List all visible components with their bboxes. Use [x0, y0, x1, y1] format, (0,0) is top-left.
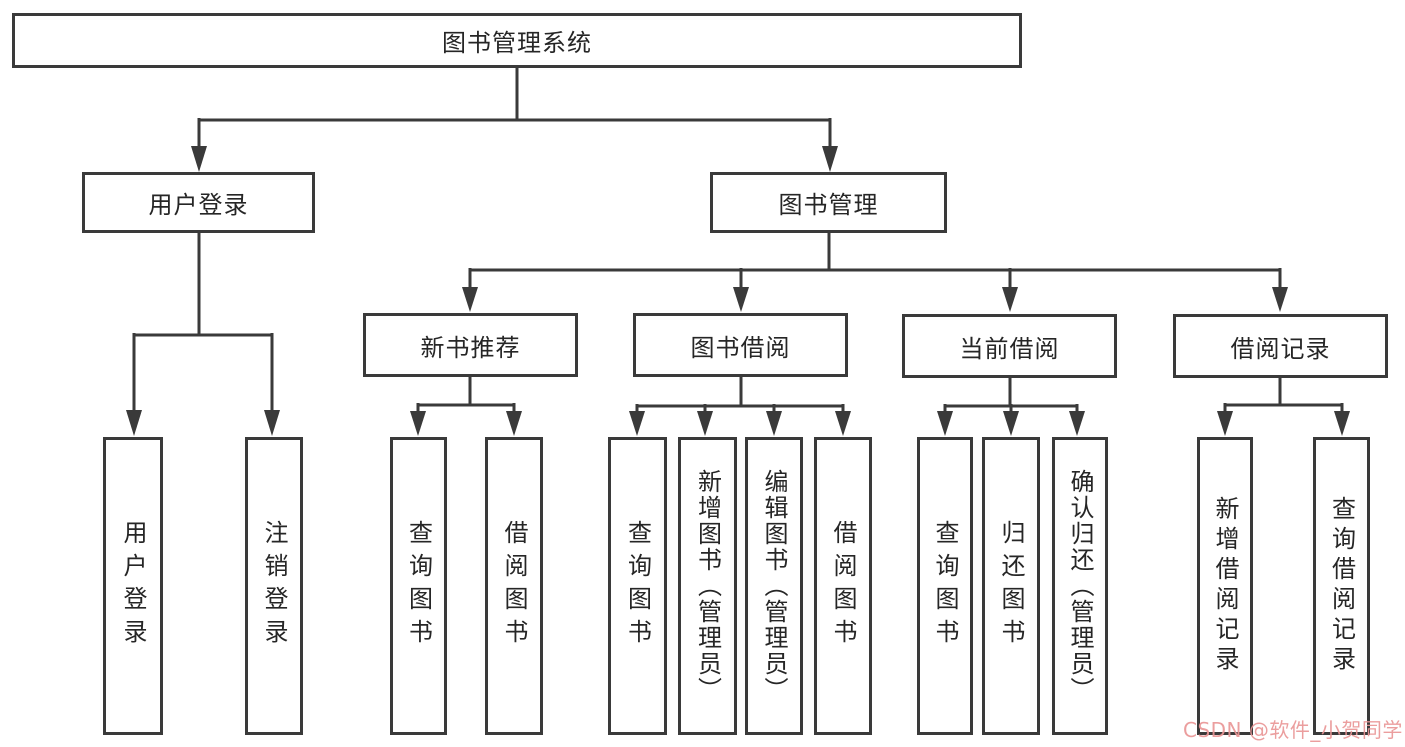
leaf-edit-books-admin: 编辑图书（管理员） — [745, 437, 803, 735]
node-root: 图书管理系统 — [12, 13, 1022, 68]
node-current-borrow-label: 当前借阅 — [959, 334, 1060, 363]
leaf-user-login-label: 用户登录 — [119, 520, 147, 652]
node-book-borrow: 图书借阅 — [633, 313, 848, 377]
node-book-management: 图书管理 — [710, 172, 947, 233]
arrowheads — [126, 146, 1350, 436]
leaf-add-borrow-record: 新增借阅记录 — [1197, 437, 1253, 735]
leaf-add-borrow-record-label: 新增借阅记录 — [1211, 496, 1239, 676]
leaf-user-login: 用户登录 — [103, 437, 163, 735]
node-book-management-label: 图书管理 — [778, 191, 879, 219]
node-user-login: 用户登录 — [82, 172, 315, 233]
leaf-logout-label: 注销登录 — [260, 520, 288, 652]
leaf-borrow-books-1: 借阅图书 — [485, 437, 543, 735]
node-new-book-recommend: 新书推荐 — [363, 313, 578, 377]
leaf-edit-books-admin-label: 编辑图书（管理员） — [760, 469, 788, 703]
leaf-confirm-return-admin-label: 确认归还（管理员） — [1066, 469, 1094, 703]
node-current-borrow: 当前借阅 — [902, 314, 1117, 378]
leaf-query-books-3-label: 查询图书 — [931, 520, 959, 652]
leaf-query-books-1-label: 查询图书 — [404, 520, 433, 652]
leaf-query-books-1: 查询图书 — [390, 437, 447, 735]
node-user-login-label: 用户登录 — [148, 191, 249, 219]
node-book-borrow-label: 图书借阅 — [690, 333, 791, 362]
node-borrow-records: 借阅记录 — [1173, 314, 1388, 378]
leaf-confirm-return-admin: 确认归还（管理员） — [1052, 437, 1108, 735]
leaf-query-books-2: 查询图书 — [608, 437, 667, 735]
leaf-query-borrow-record: 查询借阅记录 — [1313, 437, 1370, 735]
leaf-borrow-books-2-label: 借阅图书 — [829, 520, 857, 652]
leaf-add-books-admin: 新增图书（管理员） — [678, 437, 737, 735]
leaf-return-books: 归还图书 — [982, 437, 1040, 735]
node-root-label: 图书管理系统 — [442, 29, 592, 57]
leaf-add-books-admin-label: 新增图书（管理员） — [693, 469, 722, 703]
leaf-return-books-label: 归还图书 — [997, 520, 1025, 652]
leaf-logout: 注销登录 — [245, 437, 303, 735]
node-borrow-records-label: 借阅记录 — [1230, 334, 1331, 363]
leaf-borrow-books-2: 借阅图书 — [814, 437, 872, 735]
node-new-book-recommend-label: 新书推荐 — [420, 333, 521, 362]
leaf-query-borrow-record-label: 查询借阅记录 — [1327, 496, 1356, 676]
watermark: CSDN @软件_小贺同学 — [1183, 718, 1403, 742]
leaf-query-books-3: 查询图书 — [917, 437, 973, 735]
leaf-query-books-2-label: 查询图书 — [623, 520, 652, 652]
leaf-borrow-books-1-label: 借阅图书 — [500, 520, 528, 652]
